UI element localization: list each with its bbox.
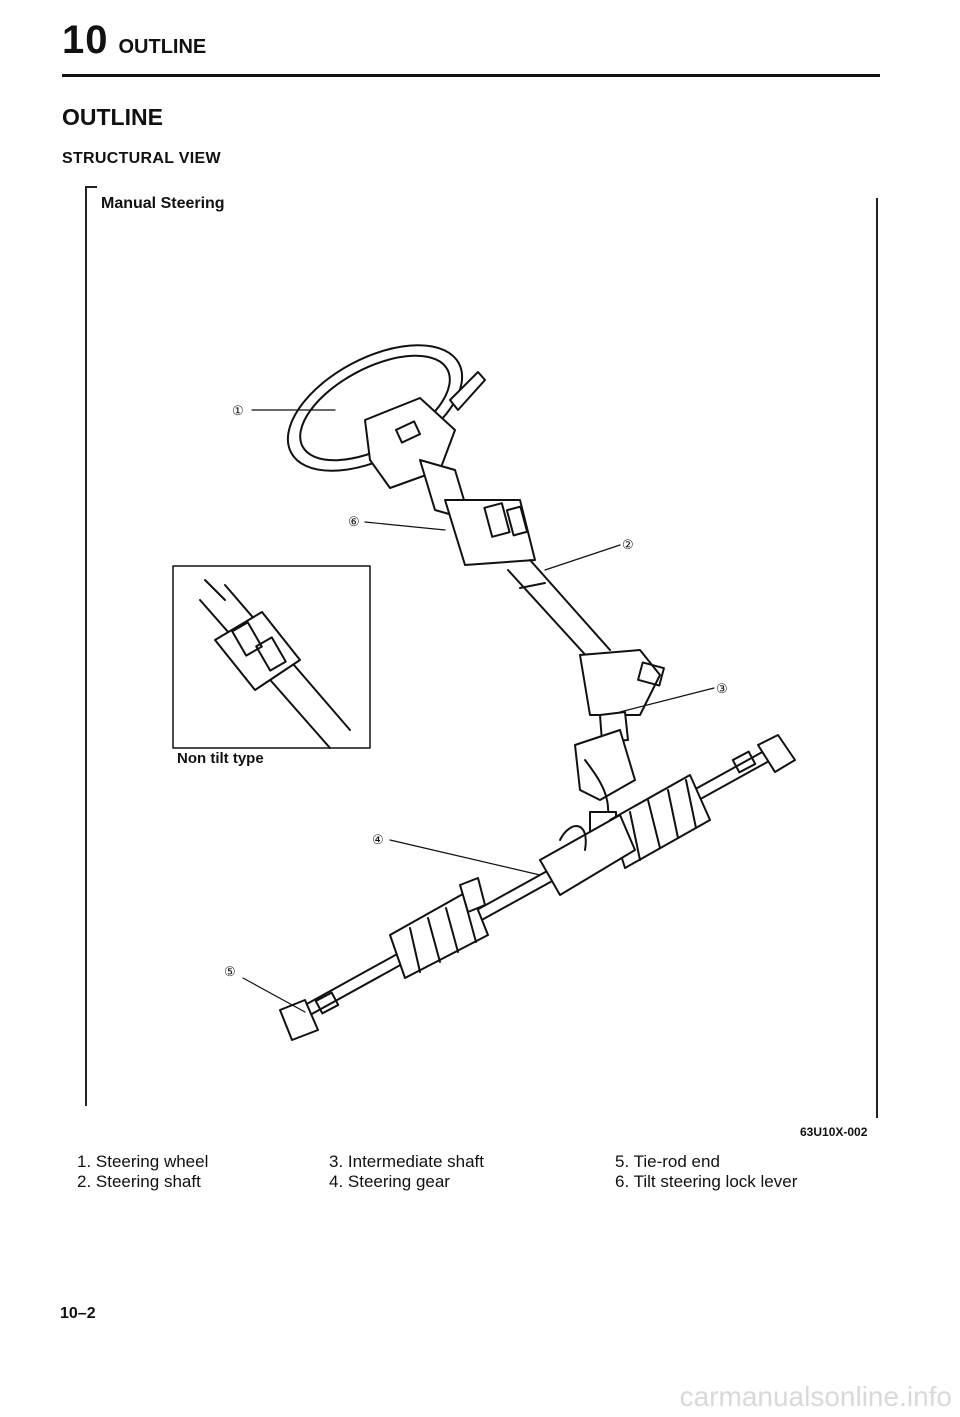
legend-item: 5. Tie-rod end (615, 1152, 720, 1171)
legend-column-1: 1. Steering wheel 2. Steering shaft (77, 1152, 208, 1192)
section-title: OUTLINE (62, 104, 163, 130)
legend-item: 4. Steering gear (329, 1172, 450, 1191)
intermediate-shaft-drawing (574, 711, 636, 853)
steering-gear-drawing (304, 744, 781, 1016)
figure-frame-right (876, 198, 878, 1118)
figure-frame-corner (85, 186, 97, 188)
subsection-title: STRUCTURAL VIEW (62, 150, 221, 167)
callout-5: ⑤ (224, 965, 236, 980)
legend-item: 3. Intermediate shaft (329, 1152, 484, 1171)
steering-shaft-drawing (419, 459, 665, 716)
callout-6: ⑥ (348, 515, 360, 530)
inset-non-tilt-drawing (172, 565, 371, 749)
chapter-number: 10 (62, 18, 109, 62)
legend-item: 6. Tilt steering lock lever (615, 1172, 798, 1191)
callout-1: ① (232, 404, 244, 419)
legend-column-2: 3. Intermediate shaft 4. Steering gear (329, 1152, 484, 1192)
legend-column-3: 5. Tie-rod end 6. Tilt steering lock lev… (615, 1152, 797, 1192)
watermark: carmanualsonline.info (679, 1381, 952, 1412)
callout-2: ② (622, 538, 634, 553)
inset-caption: Non tilt type (177, 750, 264, 767)
figure-code: 63U10X-002 (800, 1125, 868, 1139)
legend-item: 1. Steering wheel (77, 1152, 209, 1171)
page-number: 10–2 (60, 1305, 96, 1322)
page-header: 10 OUTLINE (62, 18, 206, 63)
callout-3: ③ (716, 682, 728, 697)
callout-4: ④ (372, 833, 384, 848)
header-rule (62, 74, 880, 77)
figure-frame-left (85, 186, 87, 1106)
chapter-title: OUTLINE (118, 36, 207, 58)
legend-item: 2. Steering shaft (77, 1172, 201, 1191)
tie-rod-end-drawing (279, 734, 796, 1041)
figure-panel-title: Manual Steering (101, 195, 225, 212)
